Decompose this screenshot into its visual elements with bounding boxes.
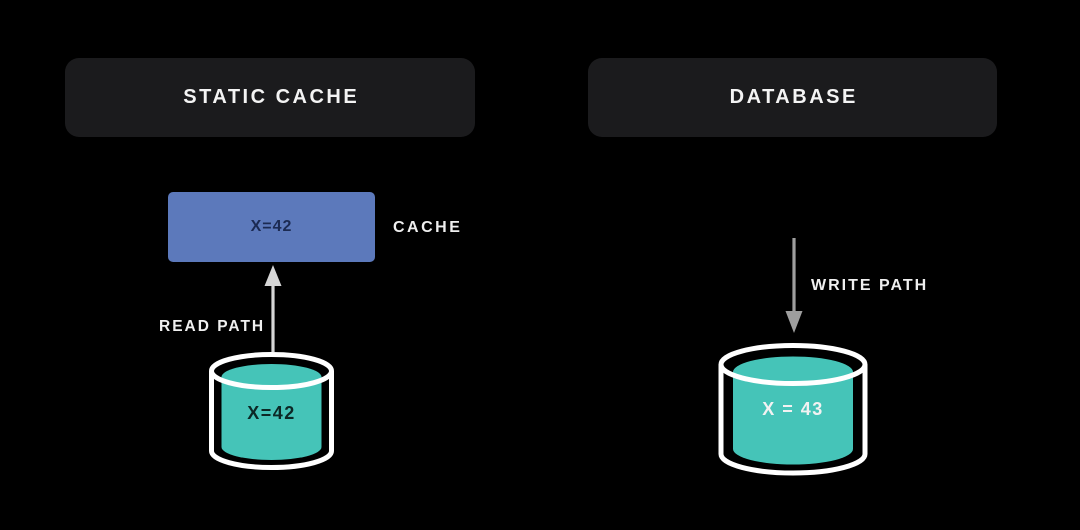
static-cache-header: STATIC CACHE xyxy=(65,58,475,137)
right-database-cylinder-icon: X = 43 xyxy=(718,343,868,476)
arrow-down-icon xyxy=(785,238,803,333)
cache-label: CACHE xyxy=(393,219,463,236)
database-header: DATABASE xyxy=(588,58,997,137)
static-cache-header-label: STATIC CACHE xyxy=(183,86,360,108)
read-path-label: READ PATH xyxy=(159,318,266,335)
arrow-up-icon xyxy=(264,265,282,352)
write-path-label: WRITE PATH xyxy=(811,277,929,294)
right-database-value: X = 43 xyxy=(762,399,824,419)
cache-box-value: X=42 xyxy=(250,218,293,235)
cache-box: X=42 xyxy=(168,192,375,262)
left-database-cylinder-icon: X=42 xyxy=(209,352,334,470)
left-database-value: X=42 xyxy=(247,403,296,423)
database-header-label: DATABASE xyxy=(729,86,858,108)
